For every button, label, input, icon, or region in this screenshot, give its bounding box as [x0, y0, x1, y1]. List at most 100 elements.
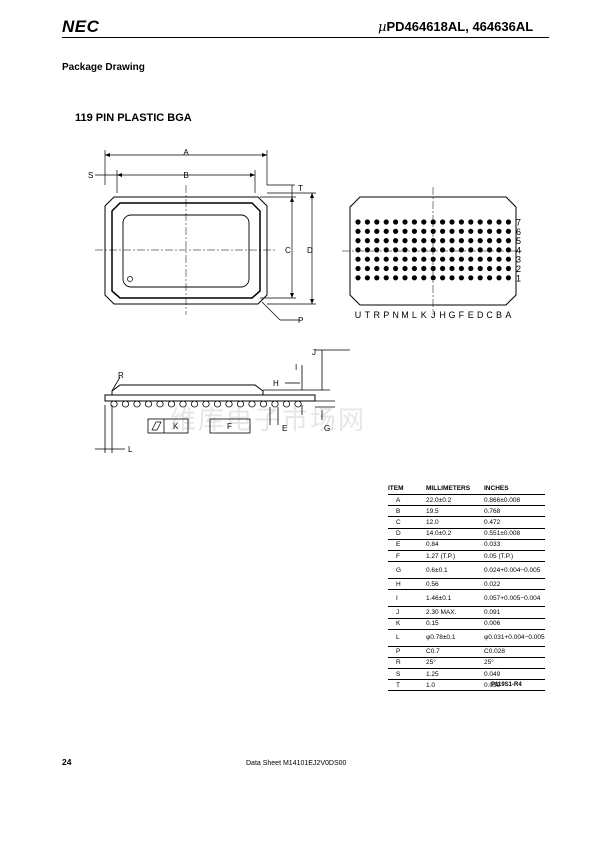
column-label: B: [496, 310, 502, 320]
column-label: J: [431, 310, 436, 320]
package-title: 119 PIN PLASTIC BGA: [75, 112, 192, 124]
solder-ball: [505, 238, 511, 244]
table-cell-mm: 0.15: [426, 618, 484, 630]
solder-ball: [411, 265, 417, 272]
solder-ball: [440, 265, 446, 272]
dim-j-label: J: [312, 348, 316, 357]
table-cell-item: B: [388, 505, 426, 518]
solder-ball: [487, 275, 493, 281]
solder-ball: [477, 219, 483, 225]
side-solder-ball: [213, 400, 222, 408]
solder-ball: [411, 275, 417, 281]
dim-i-label: I: [295, 363, 297, 372]
side-solder-ball: [236, 400, 245, 408]
solder-ball: [468, 275, 474, 281]
table-cell-mm: 1.27 (T.P.): [426, 550, 484, 563]
table-cell-item: I: [388, 589, 426, 608]
solder-ball: [355, 265, 361, 272]
solder-ball: [393, 256, 399, 262]
dim-d-label: D: [307, 246, 313, 255]
solder-ball: [364, 238, 370, 244]
dim-g-label: G: [324, 424, 330, 433]
table-cell-inch: 0.006: [484, 618, 545, 630]
table-cell-inch: 0.768: [484, 505, 545, 518]
solder-ball: [458, 256, 464, 262]
solder-ball: [402, 256, 408, 262]
dim-t-label: T: [298, 184, 303, 193]
dim-h-label: H: [273, 379, 279, 388]
watermark: 维库电子市场网: [170, 406, 367, 436]
table-cell-item: G: [388, 561, 426, 580]
side-solder-ball: [190, 400, 199, 408]
solder-ball: [477, 228, 483, 234]
dim-k-label: K: [173, 422, 179, 431]
side-solder-ball: [121, 400, 130, 408]
solder-ball: [355, 228, 361, 234]
column-label: N: [392, 310, 399, 320]
side-solder-ball: [144, 400, 153, 408]
footer-text: Data Sheet M14101EJ2V0DS00: [246, 760, 347, 767]
table-cell-inch: 0.551±0.008: [484, 528, 545, 540]
solder-ball: [393, 238, 399, 244]
solder-ball: [430, 228, 436, 234]
table-cell-item: C: [388, 516, 426, 529]
column-label: C: [486, 310, 493, 320]
solder-ball: [374, 219, 380, 225]
side-solder-ball: [156, 400, 164, 408]
solder-ball: [505, 265, 511, 272]
table-cell-inch: 0.049: [484, 668, 545, 681]
solder-ball: [411, 247, 417, 253]
solder-ball: [393, 247, 399, 253]
table-cell-mm: 1.0: [426, 679, 484, 692]
table-cell-item: P: [388, 646, 426, 658]
table-cell-mm: 1.46±0.1: [426, 589, 484, 608]
solder-ball: [421, 247, 427, 253]
side-solder-ball: [179, 400, 187, 408]
solder-ball: [449, 256, 455, 262]
solder-ball: [383, 256, 389, 262]
solder-ball: [496, 256, 502, 262]
table-cell-item: T: [388, 679, 426, 692]
solder-ball: [383, 228, 389, 234]
row-label: 2: [516, 264, 521, 274]
column-label: A: [505, 310, 511, 320]
solder-ball: [487, 265, 493, 272]
solder-ball: [505, 256, 511, 262]
solder-ball: [364, 228, 370, 234]
solder-ball: [393, 275, 399, 281]
solder-ball: [449, 228, 455, 234]
solder-ball: [402, 228, 408, 234]
table-cell-item: L: [388, 629, 426, 647]
solder-ball: [421, 265, 427, 272]
solder-ball: [477, 256, 483, 262]
solder-ball: [364, 256, 370, 262]
solder-ball: [430, 256, 436, 262]
solder-ball: [364, 247, 370, 253]
solder-ball: [402, 265, 408, 272]
table-cell-item: K: [388, 618, 426, 630]
solder-ball: [487, 219, 493, 225]
solder-ball: [487, 247, 493, 253]
table-cell-item: S: [388, 668, 426, 681]
table-cell-inch: 25°: [484, 657, 545, 670]
column-label: K: [421, 310, 427, 320]
solder-ball: [487, 238, 493, 244]
solder-ball: [364, 275, 370, 281]
solder-ball: [383, 265, 389, 272]
solder-ball: [374, 265, 380, 272]
solder-ball: [411, 238, 417, 244]
solder-ball: [477, 265, 483, 272]
solder-ball: [468, 228, 474, 234]
solder-ball: [505, 275, 511, 281]
solder-ball: [468, 238, 474, 244]
solder-ball: [393, 265, 399, 272]
table-cell-mm: 0.6±0.1: [426, 561, 484, 580]
header-rule: [62, 37, 549, 38]
solder-ball: [374, 228, 380, 234]
header-millimeters: MILLIMETERS: [426, 484, 484, 495]
